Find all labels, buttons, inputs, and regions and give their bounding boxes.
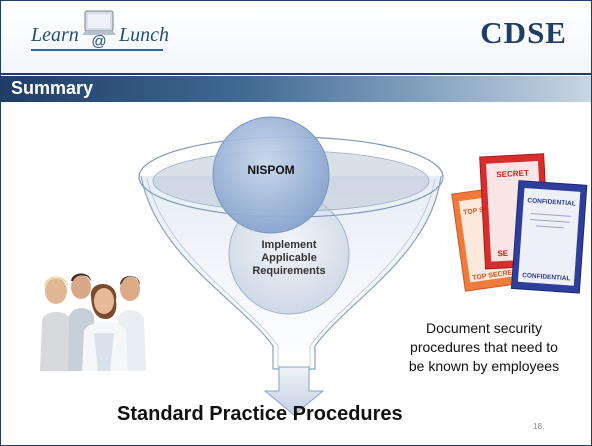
logo-lunch-text: Lunch <box>119 24 169 46</box>
svg-text:CONFIDENTIAL: CONFIDENTIAL <box>527 197 576 207</box>
title-bar: Summary <box>1 76 591 102</box>
nispom-label: NISPOM <box>247 163 295 177</box>
note-line-3: be known by employees <box>408 358 560 374</box>
employees-photo <box>36 261 148 371</box>
document-procedures-note: Document security procedures that need t… <box>379 319 589 376</box>
svg-text:SE: SE <box>497 249 509 259</box>
svg-text:CONFIDENTIAL: CONFIDENTIAL <box>522 272 571 282</box>
slide-title: Summary <box>11 78 94 98</box>
page-number: 18 <box>533 422 542 431</box>
header-rule <box>1 73 591 75</box>
svg-text:SECRET: SECRET <box>496 169 529 180</box>
funnel-inner-line <box>146 178 436 368</box>
laptop-at-icon: @ <box>82 10 116 49</box>
note-line-1: Document security <box>426 320 542 336</box>
header: Learn @ Lunch CDSE <box>1 1 591 73</box>
nispom-circle <box>212 116 330 234</box>
classified-documents-image: TOP SECRET TOP SECRET SECRET SE CONFIDEN… <box>451 153 588 294</box>
implement-line-2: Applicable <box>261 252 317 264</box>
note-line-2: procedures that need to <box>410 339 558 355</box>
standard-practice-procedures-title: Standard Practice Procedures <box>117 403 403 425</box>
cdse-brand: CDSE <box>480 15 567 50</box>
logo-underline <box>31 49 163 51</box>
down-arrow <box>263 366 325 416</box>
implement-line-1: Implement <box>261 239 317 251</box>
implement-line-3: Requirements <box>252 265 326 277</box>
svg-text:@: @ <box>91 33 106 49</box>
implement-requirements-label: Implement Applicable Requirements <box>241 239 337 278</box>
logo-learn-text: Learn <box>31 24 79 46</box>
